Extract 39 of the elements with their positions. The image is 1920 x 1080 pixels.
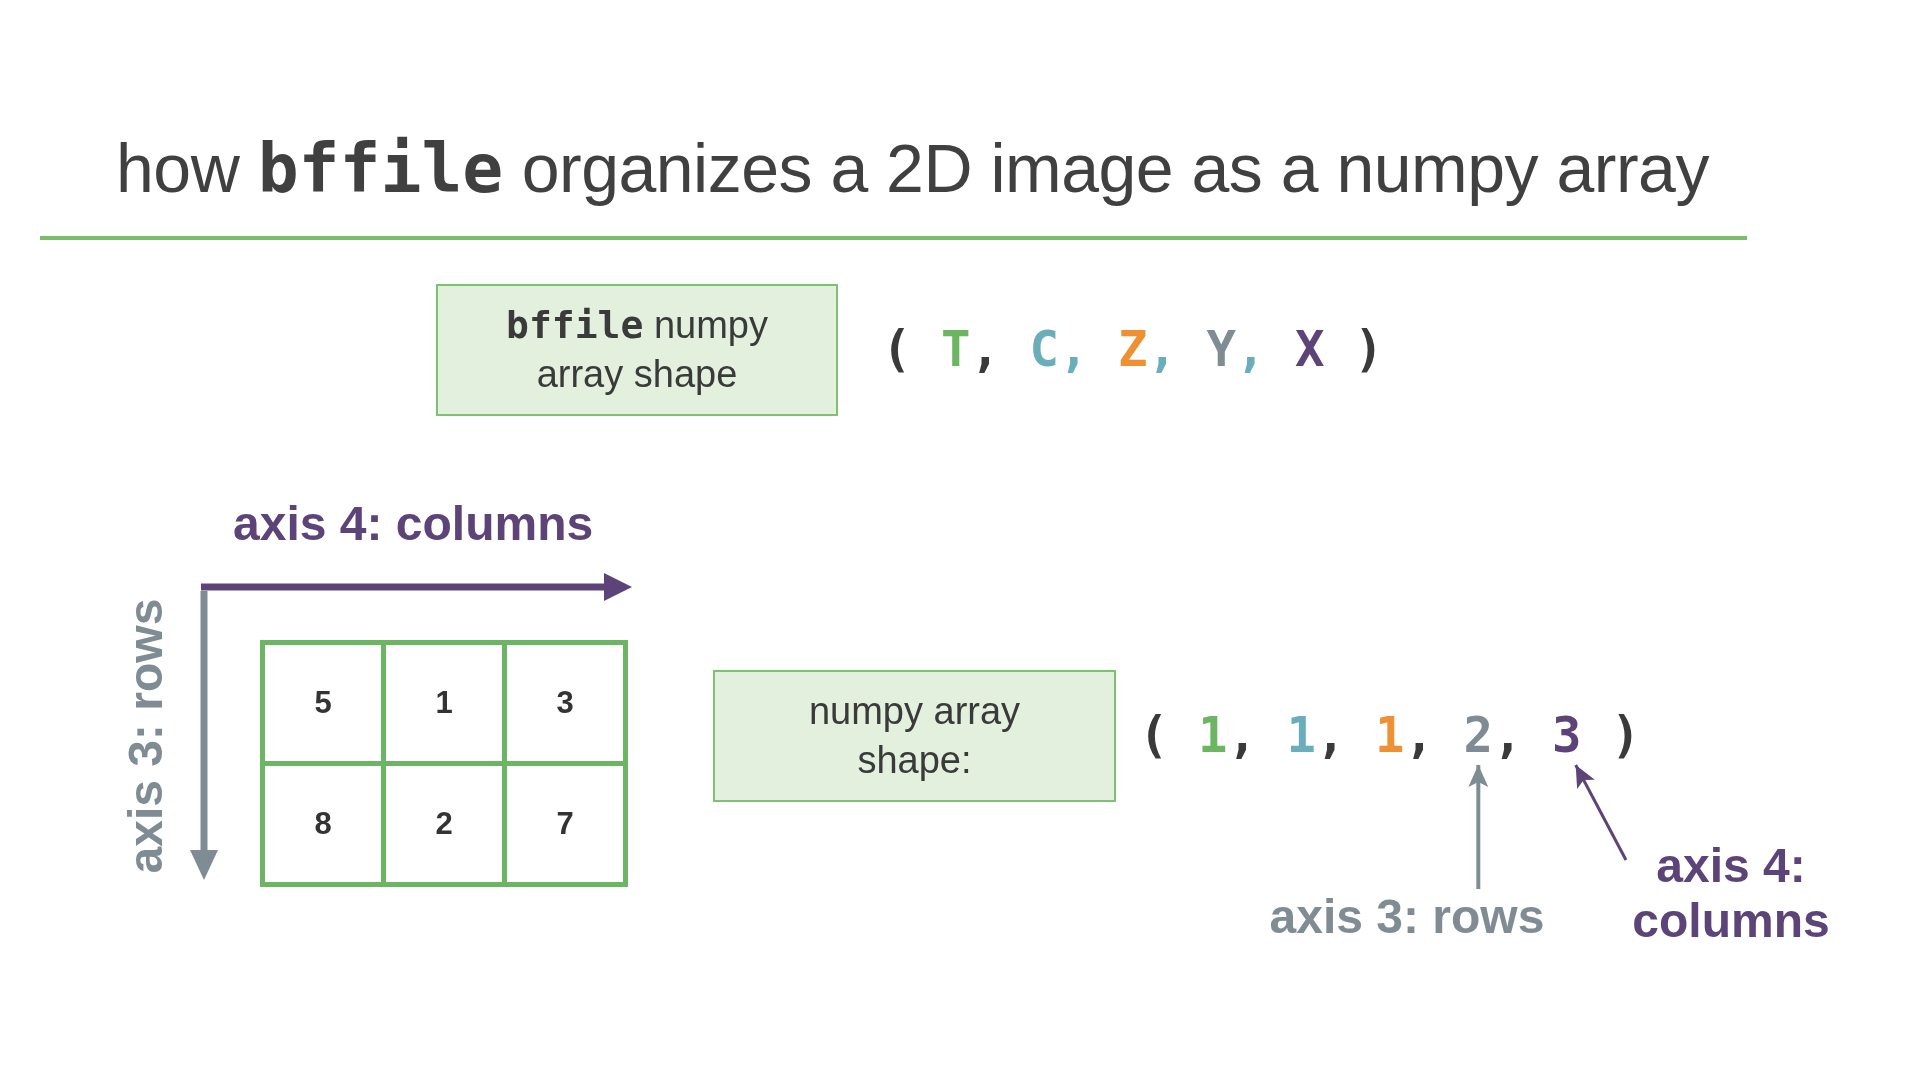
pixel-value: 5 [314, 685, 332, 721]
axis-label: axis 3: rows [1257, 889, 1557, 944]
axis-label: axis 4: columns [233, 496, 594, 552]
shape-value: 3 [1552, 706, 1582, 765]
pixel-value: 3 [556, 685, 574, 721]
parenthesis: ) [1611, 706, 1641, 765]
leader-arrow [1468, 765, 1489, 889]
pixel-value: 8 [314, 806, 332, 842]
diagram-title: how bffile organizes a 2D image as a numpy array [116, 128, 1709, 209]
parenthesis: ( [1139, 706, 1169, 765]
text-box [436, 284, 838, 416]
comma: , [970, 320, 1001, 379]
comma: , [1227, 706, 1258, 765]
shape-value: 1 [1375, 706, 1405, 765]
text-box [713, 670, 1116, 802]
shape-value: 1 [1198, 706, 1228, 765]
comma: , [1493, 706, 1523, 765]
axis-letter: Z [1118, 320, 1148, 379]
pixel-value: 2 [435, 806, 453, 842]
axis-label: axis 3: rows [118, 598, 173, 874]
comma: , [1404, 706, 1435, 765]
box-text: numpy array shape: [807, 689, 1022, 783]
axis-letter: C [1029, 320, 1060, 379]
box-text: bffile numpy array shape [505, 302, 769, 397]
pixel-value: 7 [556, 806, 574, 842]
shape-value: 1 [1286, 706, 1317, 765]
axis-label: axis 4: columns [1626, 838, 1836, 948]
parenthesis: ( [882, 320, 912, 379]
comma: , [1147, 320, 1178, 379]
axis-letter: Y [1206, 320, 1237, 379]
leader-arrow [1574, 764, 1628, 861]
comma: , [1316, 706, 1346, 765]
shape-value: 2 [1463, 706, 1494, 765]
comma: , [1236, 320, 1266, 379]
axis-letter: T [941, 320, 971, 379]
comma: , [1059, 320, 1089, 379]
pixel-value: 1 [435, 685, 453, 721]
axis-letter: X [1295, 320, 1325, 379]
parenthesis: ) [1354, 320, 1384, 379]
